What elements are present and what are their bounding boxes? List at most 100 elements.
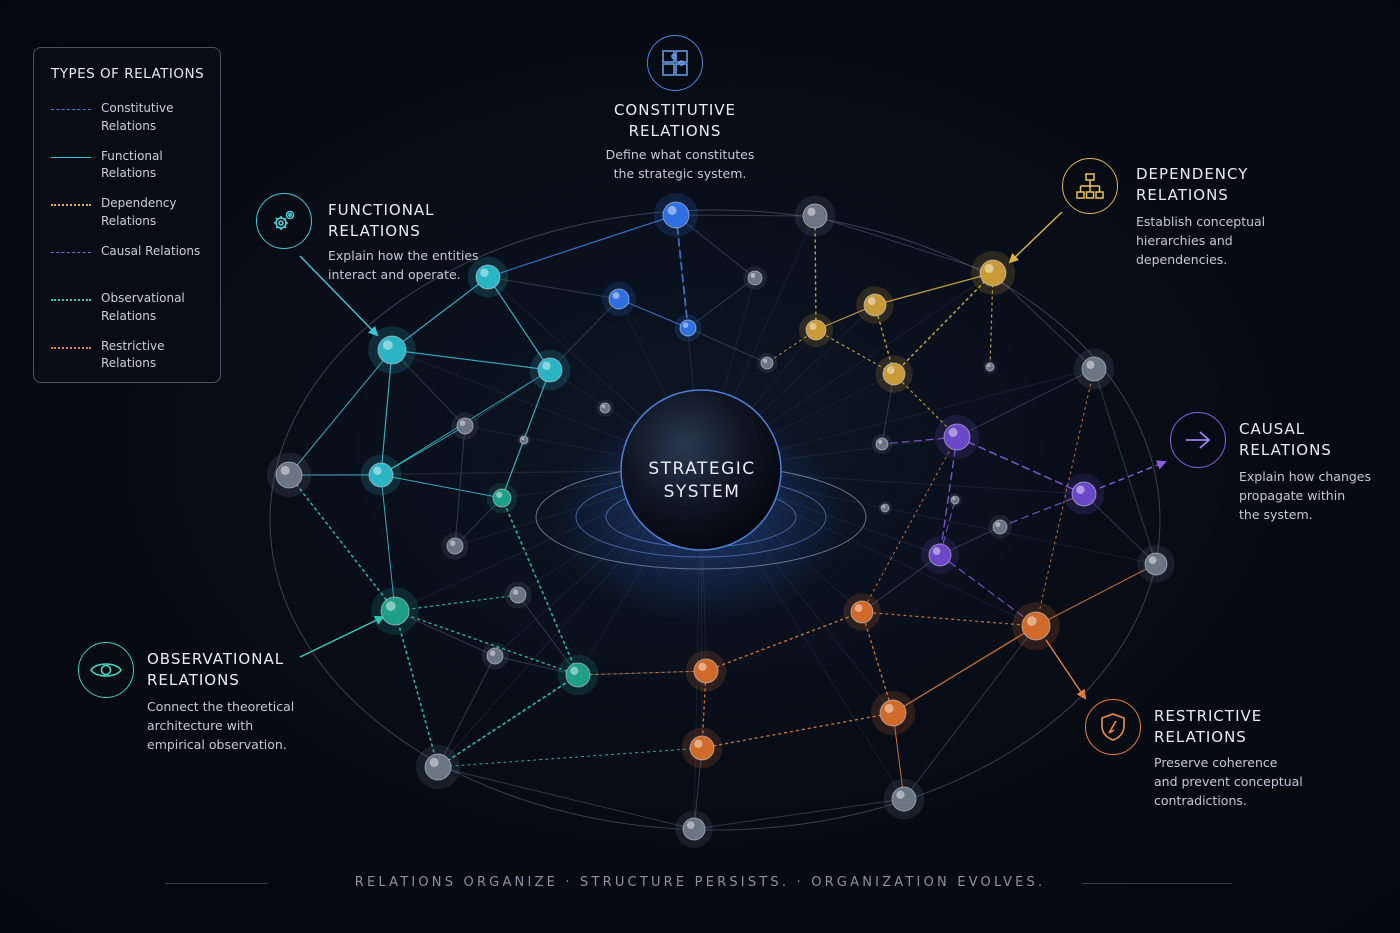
relation-edge [861, 611, 1037, 627]
relation-edge [454, 497, 503, 547]
restrictive-desc-1: Preserve coherence [1154, 755, 1278, 770]
network-node [992, 519, 1008, 535]
network-node [380, 596, 410, 626]
network-node [985, 362, 995, 372]
dependency-desc-2: hierarchies and [1136, 233, 1233, 248]
network-node [805, 319, 827, 341]
node-highlight [884, 703, 894, 713]
relation-edge [705, 611, 863, 672]
node-highlight [542, 361, 551, 370]
hierarchy-icon [1062, 158, 1118, 214]
network-node [875, 437, 889, 451]
node-highlight [1086, 360, 1095, 369]
relation-edge [992, 272, 1095, 370]
footer-divider-left [165, 883, 268, 884]
network-node [880, 503, 890, 513]
node-highlight [984, 263, 994, 274]
relation-edge [989, 272, 994, 368]
legend-line-swatch [51, 251, 91, 253]
relation-edge [893, 373, 958, 438]
relation-edge [391, 276, 489, 351]
network-node [1081, 356, 1107, 382]
relation-edge [687, 277, 756, 329]
restrictive-title-2: RELATIONS [1154, 728, 1247, 746]
center-line-2: SYSTEM [663, 482, 741, 502]
network-node [950, 495, 960, 505]
legend-line-swatch [51, 156, 91, 158]
node-highlight [570, 666, 579, 675]
relation-edge [437, 674, 579, 768]
observational-desc-1: Connect the theoretical [147, 699, 295, 714]
node-highlight [763, 358, 768, 363]
node-highlight [1076, 485, 1085, 494]
relation-edge [766, 329, 817, 364]
network-node [519, 435, 529, 445]
relation-edge [956, 368, 1095, 438]
relation-edge [814, 215, 817, 331]
functional-title-1: FUNCTIONAL [328, 201, 435, 219]
node-highlight [807, 207, 816, 216]
relation-edge [874, 272, 994, 306]
dependency-title-1: DEPENDENCY [1136, 165, 1249, 183]
legend-title: TYPES OF RELATIONS [51, 66, 205, 82]
network-node [424, 753, 452, 781]
network-node [486, 647, 504, 665]
callout-pointer-arrow [299, 255, 379, 337]
relation-edge [380, 349, 393, 476]
legend-label: Observational Relations [101, 291, 185, 323]
relation-edge [903, 625, 1037, 800]
causal-desc-1: Explain how changes [1239, 469, 1372, 484]
network-node [446, 537, 464, 555]
legend-item: Functional Relations [51, 148, 216, 188]
dependency-desc-3: dependencies. [1136, 252, 1228, 267]
relation-edge [394, 610, 496, 657]
node-highlight [867, 297, 876, 305]
dependency-title-2: RELATIONS [1136, 186, 1229, 204]
relation-edge [693, 798, 905, 830]
node-highlight [694, 739, 703, 748]
relation-edge [861, 611, 894, 714]
relation-edge [391, 349, 466, 427]
outer-boundary-ellipse [269, 209, 1161, 831]
relation-edge [874, 304, 895, 375]
relation-edge [501, 497, 579, 676]
network-node [492, 488, 512, 508]
observational-title-1: OBSERVATIONAL [147, 650, 285, 668]
footer-divider-right [1082, 883, 1232, 884]
network-node [882, 362, 906, 386]
relation-edge [939, 436, 958, 556]
network-node [979, 259, 1007, 287]
legend-item: Constitutive Relations [51, 100, 216, 140]
relation-edge [394, 594, 519, 612]
relation-edge [394, 610, 579, 676]
network-node [891, 786, 917, 812]
observational-desc-3: empirical observation. [147, 737, 287, 752]
restrictive-desc-2: and prevent conceptual [1154, 774, 1303, 789]
relation-edge [487, 276, 620, 300]
network-node [747, 270, 763, 286]
node-highlight [480, 268, 489, 277]
shield-icon [1085, 699, 1141, 755]
node-highlight [382, 340, 393, 350]
node-highlight [682, 322, 689, 329]
callout-pointer-arrow [1008, 211, 1063, 264]
network-node [943, 423, 971, 451]
relation-edge [517, 594, 579, 676]
node-highlight [886, 366, 895, 374]
legend-line-swatch [51, 346, 91, 349]
network-node [368, 462, 394, 488]
node-highlight [750, 273, 756, 278]
relation-edge [1093, 368, 1157, 565]
legend-label: Dependency Relations [101, 196, 177, 228]
legend-item: Restrictive Relations [51, 338, 216, 378]
network-node [928, 543, 952, 567]
node-highlight [952, 497, 956, 500]
relation-edge [687, 327, 768, 364]
relation-edge [956, 436, 1085, 495]
observational-desc-2: architecture with [147, 718, 254, 733]
callout-pointer-arrow [1099, 460, 1167, 489]
dependency-desc-1: Establish conceptual [1136, 214, 1266, 229]
relation-edge [892, 712, 905, 800]
node-highlight [1026, 616, 1037, 626]
relation-edge [892, 625, 1037, 714]
